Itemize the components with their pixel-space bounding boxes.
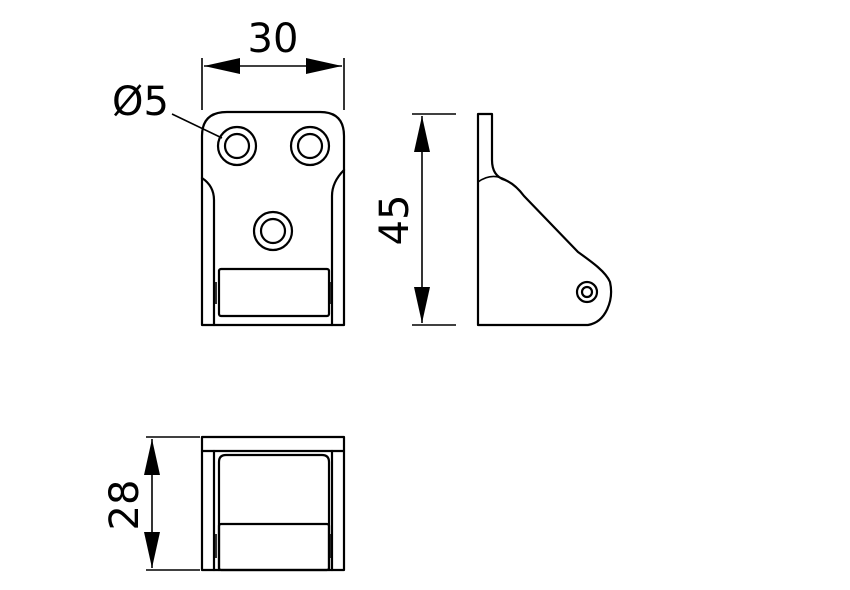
front-view-left-bend <box>200 176 216 327</box>
depth-dimension: 28 <box>102 436 200 571</box>
front-view <box>200 110 346 327</box>
front-view-bottom-block <box>217 267 331 318</box>
hole-top-right-inner <box>296 132 324 160</box>
height-dimension: 45 <box>372 113 456 326</box>
side-view-pivot-outer <box>575 280 599 304</box>
front-view-right-bend <box>330 168 346 327</box>
side-view <box>476 112 613 327</box>
side-view-bend-line <box>477 175 507 183</box>
hole-top-left-outer <box>216 125 258 167</box>
width-arrow-left <box>204 58 240 74</box>
height-arrow-top <box>414 116 430 152</box>
hole-diameter-label: Ø5 <box>112 79 169 125</box>
width-label: 30 <box>248 16 299 62</box>
hole-leader-line <box>171 113 223 139</box>
bottom-view-channel <box>217 453 331 572</box>
bottom-view <box>200 435 346 572</box>
hole-center-inner <box>259 217 287 245</box>
bottom-view-block <box>217 522 331 572</box>
bottom-view-outline <box>200 449 346 572</box>
front-view-outline <box>200 110 346 327</box>
hole-top-left-inner <box>223 132 251 160</box>
hole-center-outer <box>252 210 294 252</box>
height-label: 45 <box>372 195 418 246</box>
side-view-outline <box>476 112 613 327</box>
side-view-pivot-inner <box>580 285 594 299</box>
width-arrow-right <box>306 58 342 74</box>
depth-arrow-top <box>144 439 160 475</box>
depth-label: 28 <box>102 480 148 531</box>
depth-arrow-bottom <box>144 532 160 568</box>
width-dimension: 30 <box>201 16 345 110</box>
hole-diameter-callout: Ø5 <box>112 79 223 139</box>
hole-top-right-outer <box>289 125 331 167</box>
height-arrow-bottom <box>414 287 430 323</box>
bottom-view-top-flange <box>200 435 346 453</box>
